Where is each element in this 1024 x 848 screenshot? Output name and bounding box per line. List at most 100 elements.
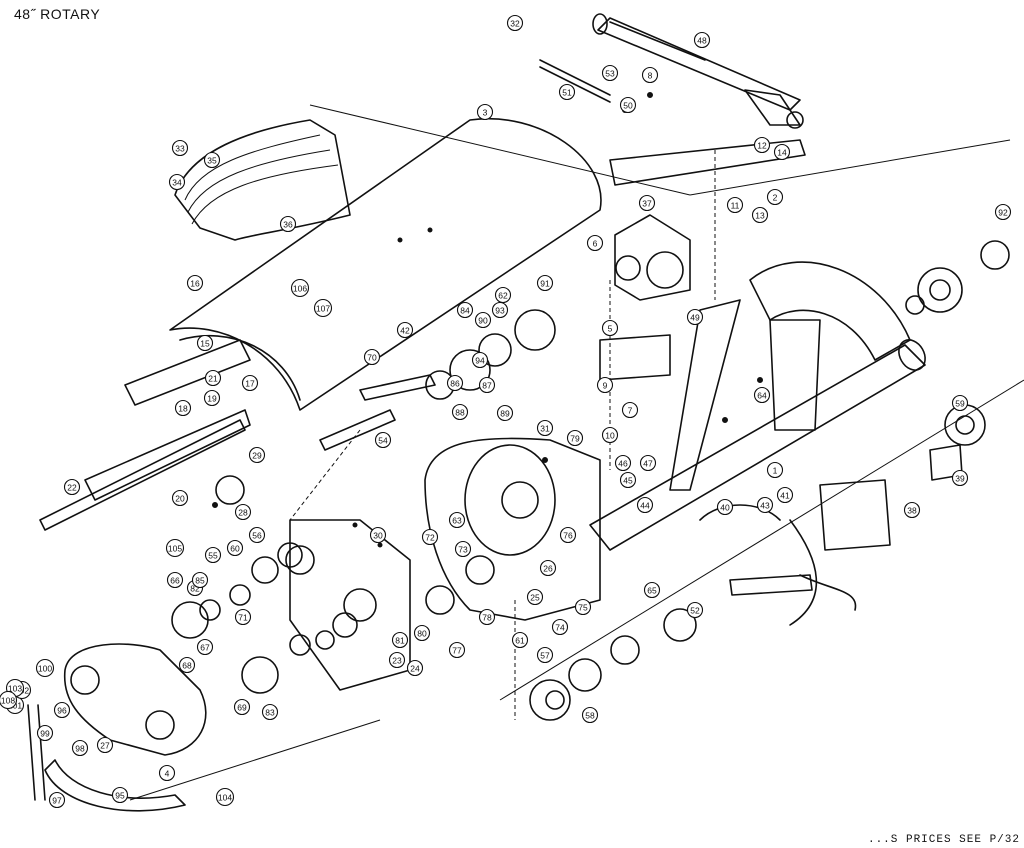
- callout-number: 64: [757, 391, 767, 401]
- callout-51: 51: [558, 83, 576, 101]
- callout-13: 13: [751, 206, 769, 224]
- callout-42: 42: [396, 321, 414, 339]
- hitch-frame: [599, 139, 821, 491]
- callout-105: 105: [165, 538, 185, 558]
- callout-45: 45: [619, 471, 637, 489]
- lower-chain-cover: [63, 643, 207, 756]
- callout-number: 42: [400, 326, 410, 336]
- callout-number: 39: [955, 474, 965, 484]
- callout-number: 62: [498, 291, 508, 301]
- callout-36: 36: [279, 215, 297, 233]
- callout-number: 97: [52, 796, 62, 806]
- callout-number: 47: [643, 459, 653, 469]
- sprocket-cluster: [171, 309, 697, 721]
- callout-54: 54: [374, 431, 392, 449]
- callout-9: 9: [596, 376, 614, 394]
- callout-37: 37: [638, 194, 656, 212]
- callout-number: 86: [450, 379, 460, 389]
- callout-46: 46: [614, 454, 632, 472]
- callout-number: 14: [777, 148, 787, 158]
- callout-24: 24: [406, 659, 424, 677]
- callout-number: 70: [367, 353, 377, 363]
- callout-number: 48: [697, 36, 707, 46]
- callout-107: 107: [313, 298, 333, 318]
- rotor-tube: [589, 261, 926, 551]
- callout-1: 1: [766, 461, 784, 479]
- callout-number: 9: [603, 381, 608, 391]
- callout-73: 73: [454, 540, 472, 558]
- callout-number: 89: [500, 409, 510, 419]
- callout-number: 57: [540, 651, 550, 661]
- callout-number: 18: [178, 404, 188, 414]
- callout-76: 76: [559, 526, 577, 544]
- callout-58: 58: [581, 706, 599, 724]
- callout-106: 106: [290, 278, 310, 298]
- callout-86: 86: [446, 374, 464, 392]
- callout-number: 61: [515, 636, 525, 646]
- callout-12: 12: [753, 136, 771, 154]
- right-bearing-assembly: [819, 240, 1010, 551]
- callout-number: 15: [200, 339, 210, 349]
- callout-number: 44: [640, 501, 650, 511]
- callout-number: 85: [195, 576, 205, 586]
- callout-74: 74: [551, 618, 569, 636]
- callout-number: 100: [38, 664, 52, 674]
- callout-number: 88: [455, 408, 465, 418]
- callout-number: 83: [265, 708, 275, 718]
- callout-number: 30: [373, 531, 383, 541]
- callout-65: 65: [643, 581, 661, 599]
- callout-number: 66: [170, 576, 180, 586]
- callout-number: 49: [690, 313, 700, 323]
- callout-47: 47: [639, 454, 657, 472]
- callout-number: 81: [395, 636, 405, 646]
- callout-number: 54: [378, 436, 388, 446]
- callout-number: 50: [623, 101, 633, 111]
- callout-10: 10: [601, 426, 619, 444]
- callout-number: 96: [57, 706, 67, 716]
- callout-29: 29: [248, 446, 266, 464]
- callout-number: 72: [425, 533, 435, 543]
- callout-40: 40: [716, 498, 734, 516]
- callout-72: 72: [421, 528, 439, 546]
- callout-number: 7: [628, 406, 633, 416]
- callout-55: 55: [204, 546, 222, 564]
- callout-26: 26: [539, 559, 557, 577]
- callout-number: 36: [283, 220, 293, 230]
- callout-14: 14: [773, 143, 791, 161]
- callout-number: 95: [115, 791, 125, 801]
- callout-97: 97: [48, 791, 66, 809]
- callout-number: 3: [483, 108, 488, 118]
- callout-11: 11: [726, 196, 744, 214]
- callout-67: 67: [196, 638, 214, 656]
- callout-43: 43: [756, 496, 774, 514]
- callout-number: 23: [392, 656, 402, 666]
- callout-number: 31: [540, 424, 550, 434]
- callout-number: 92: [998, 208, 1008, 218]
- callout-53: 53: [601, 64, 619, 82]
- callout-number: 51: [562, 88, 572, 98]
- callout-labels: 1234567891011121314151617181920212223242…: [0, 14, 1012, 809]
- callout-50: 50: [619, 96, 637, 114]
- callout-32: 32: [506, 14, 524, 32]
- callout-number: 27: [100, 741, 110, 751]
- callout-number: 98: [75, 744, 85, 754]
- callout-57: 57: [536, 646, 554, 664]
- callout-38: 38: [903, 501, 921, 519]
- callout-52: 52: [686, 601, 704, 619]
- driveline-shaft: [539, 13, 804, 129]
- callout-27: 27: [96, 736, 114, 754]
- callout-number: 87: [482, 381, 492, 391]
- callout-35: 35: [203, 151, 221, 169]
- callout-7: 7: [621, 401, 639, 419]
- callout-number: 2: [773, 193, 778, 203]
- callout-number: 28: [238, 508, 248, 518]
- callout-77: 77: [448, 641, 466, 659]
- callout-number: 77: [452, 646, 462, 656]
- callout-48: 48: [693, 31, 711, 49]
- callout-69: 69: [233, 698, 251, 716]
- callout-number: 22: [67, 483, 77, 493]
- callout-number: 75: [578, 603, 588, 613]
- callout-20: 20: [171, 489, 189, 507]
- callout-94: 94: [471, 351, 489, 369]
